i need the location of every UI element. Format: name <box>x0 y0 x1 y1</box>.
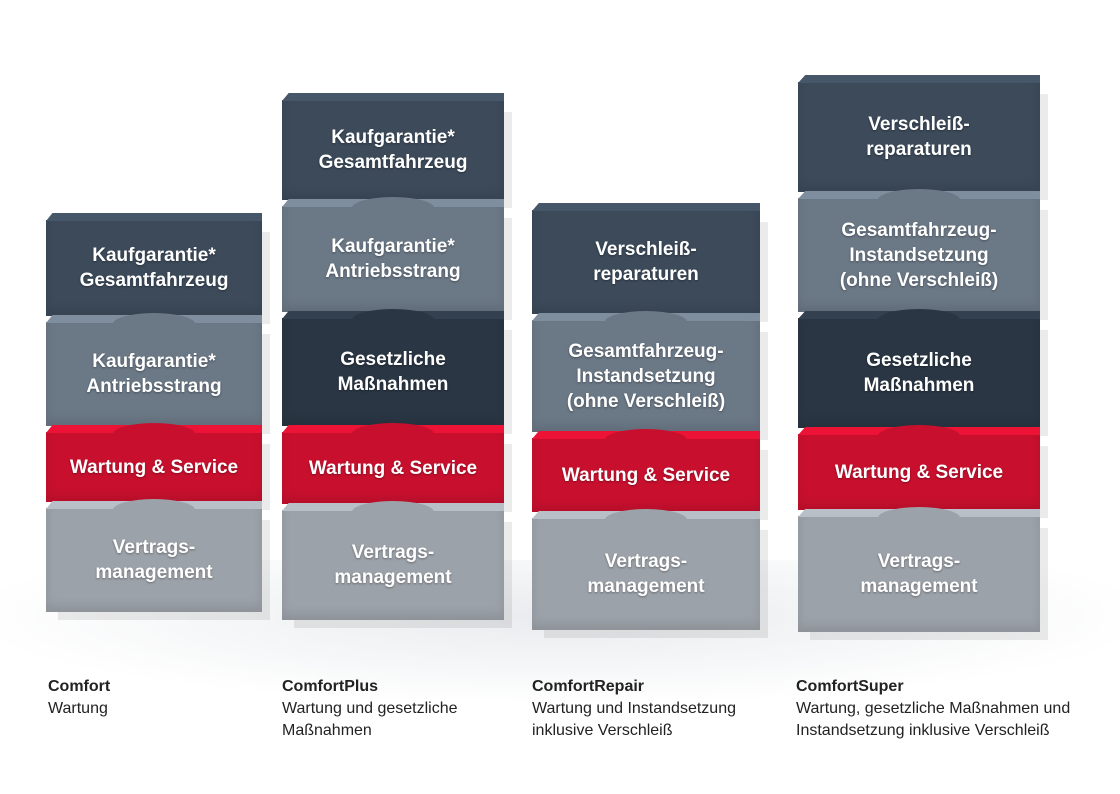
puzzle-notch <box>352 423 434 445</box>
block-kaufgarantie-antriebsstrang: Kaufgarantie* Antriebsstrang <box>46 313 262 426</box>
caption-description: Wartung <box>48 700 108 717</box>
block-kaufgarantie-gesamtfahrzeug: Kaufgarantie* Gesamtfahrzeug <box>282 100 504 200</box>
block-gesamtfahrzeug-instandsetzung: Gesamtfahrzeug- Instandsetzung (ohne Ver… <box>532 311 760 432</box>
caption-description: Wartung und gesetzliche Maßnahmen <box>282 700 458 739</box>
block-gesetzliche-massnahmen: Gesetzliche Maßnahmen <box>282 309 504 426</box>
puzzle-notch <box>352 197 434 219</box>
puzzle-notch <box>878 425 960 447</box>
puzzle-notch <box>605 311 687 333</box>
caption-title: ComfortPlus <box>282 678 378 695</box>
puzzle-notch <box>878 309 960 331</box>
block-vertragsmanagement: Vertrags- management <box>798 507 1040 632</box>
block-wartung-service: Wartung & Service <box>46 423 262 502</box>
caption-comfort: Comfort Wartung <box>48 676 248 720</box>
stack-comfortrepair: Verschleiß- reparaturen Gesamtfahrzeug- … <box>532 210 760 630</box>
block-gesamtfahrzeug-instandsetzung: Gesamtfahrzeug- Instandsetzung (ohne Ver… <box>798 189 1040 312</box>
caption-title: ComfortSuper <box>796 678 904 695</box>
block-label: Gesamtfahrzeug- Instandsetzung (ohne Ver… <box>566 340 726 412</box>
stack-comfortsuper: Verschleiß- reparaturen Gesamtfahrzeug- … <box>798 82 1040 632</box>
block-gesetzliche-massnahmen: Gesetzliche Maßnahmen <box>798 309 1040 428</box>
block-label: Vertrags- management <box>95 537 213 583</box>
block-verschleissreparaturen: Verschleiß- reparaturen <box>532 210 760 314</box>
caption-comfortplus: ComfortPlus Wartung und gesetzliche Maßn… <box>282 676 502 742</box>
caption-description: Wartung, gesetzliche Maßnahmen und Insta… <box>796 700 1071 739</box>
block-vertragsmanagement: Vertrags- management <box>46 499 262 612</box>
block-label: Wartung & Service <box>834 461 1004 483</box>
puzzle-notch <box>878 507 960 529</box>
block-label: Vertrags- management <box>587 551 705 597</box>
puzzle-notch <box>605 509 687 531</box>
puzzle-notch <box>352 501 434 523</box>
puzzle-notch <box>113 313 195 335</box>
block-vertragsmanagement: Vertrags- management <box>282 501 504 620</box>
block-label: Gesamtfahrzeug- Instandsetzung (ohne Ver… <box>839 219 999 291</box>
block-label: Wartung & Service <box>308 457 478 479</box>
caption-description: Wartung und Instandsetzung inklusive Ver… <box>532 700 736 739</box>
block-kaufgarantie-antriebsstrang: Kaufgarantie* Antriebsstrang <box>282 197 504 312</box>
block-label: Verschleiß- reparaturen <box>866 114 972 160</box>
block-wartung-service: Wartung & Service <box>282 423 504 504</box>
block-label: Kaufgarantie* Gesamtfahrzeug <box>318 127 468 173</box>
block-label: Kaufgarantie* Antriebsstrang <box>86 351 222 397</box>
block-label: Vertrags- management <box>334 542 452 588</box>
block-label: Kaufgarantie* Gesamtfahrzeug <box>79 245 229 291</box>
block-label: Wartung & Service <box>69 456 239 478</box>
puzzle-notch <box>605 429 687 451</box>
block-wartung-service: Wartung & Service <box>798 425 1040 510</box>
stack-comfort: Kaufgarantie* Gesamtfahrzeug Kaufgaranti… <box>46 220 262 612</box>
block-label: Wartung & Service <box>561 464 731 486</box>
caption-comfortrepair: ComfortRepair Wartung und Instandsetzung… <box>532 676 742 742</box>
block-label: Verschleiß- reparaturen <box>593 239 699 285</box>
block-label: Gesetzliche Maßnahmen <box>863 350 975 396</box>
block-verschleissreparaturen: Verschleiß- reparaturen <box>798 82 1040 192</box>
block-label: Kaufgarantie* Antriebsstrang <box>325 236 461 282</box>
stack-comfortplus: Kaufgarantie* Gesamtfahrzeug Kaufgaranti… <box>282 100 504 620</box>
caption-title: ComfortRepair <box>532 678 645 695</box>
block-label: Gesetzliche Maßnahmen <box>337 349 449 395</box>
caption-title: Comfort <box>48 678 111 695</box>
caption-comfortsuper: ComfortSuper Wartung, gesetzliche Maßnah… <box>796 676 1086 742</box>
puzzle-notch <box>878 189 960 211</box>
puzzle-notch <box>113 423 195 445</box>
block-wartung-service: Wartung & Service <box>532 429 760 512</box>
puzzle-notch <box>352 309 434 331</box>
block-vertragsmanagement: Vertrags- management <box>532 509 760 630</box>
block-label: Vertrags- management <box>860 551 978 597</box>
puzzle-notch <box>113 499 195 521</box>
block-kaufgarantie-gesamtfahrzeug: Kaufgarantie* Gesamtfahrzeug <box>46 220 262 316</box>
